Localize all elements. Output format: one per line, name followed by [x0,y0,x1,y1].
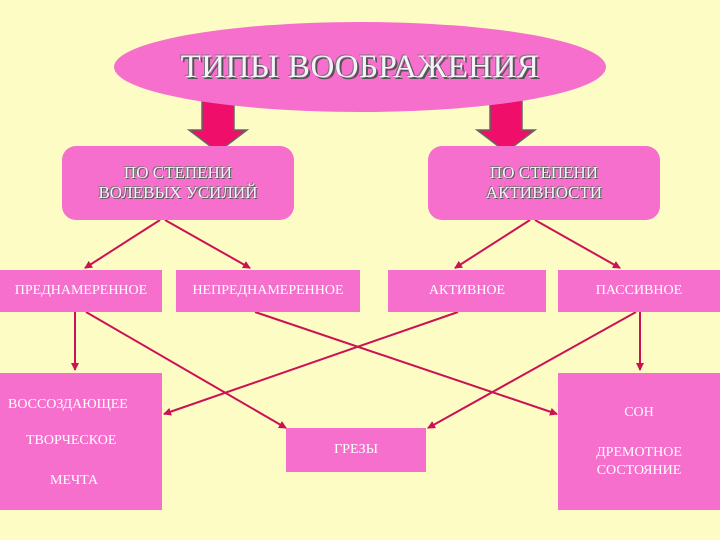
daydreams-box: ГРЕЗЫ [286,428,426,472]
type-passive-box: ПАССИВНОЕ [558,270,720,312]
category-volitional-line1: ПО СТЕПЕНИ [123,163,233,182]
daydreams-label: ГРЕЗЫ [334,442,378,457]
category-activity-line2: АКТИВНОСТИ [485,183,603,202]
arrow-passive-to-daydreams [427,311,637,429]
kind-drowsy-line1: ДРЕМОТНОЕ [596,444,682,460]
kind-sleep: СОН [624,404,654,420]
kind-recreating: ВОССОЗДАЮЩЕЕ [8,397,128,412]
arrow-volitional-to-intentional [84,219,161,269]
passive-kinds-box: СОН ДРЕМОТНОЕ СОСТОЯНИЕ [558,373,720,510]
type-active-box: АКТИВНОЕ [388,270,546,312]
category-activity-box: ПО СТЕПЕНИ АКТИВНОСТИ [428,146,660,220]
kind-dream: МЕЧТА [50,473,99,488]
arrow-activity-to-passive [534,219,621,269]
diagram-title: ТИПЫ ВООБРАЖЕНИЯ [180,48,540,85]
title-oval: ТИПЫ ВООБРАЖЕНИЯ [114,22,606,112]
type-unintentional-label: НЕПРЕДНАМЕРЕННОЕ [192,283,344,298]
arrow-volitional-to-unintentional [164,219,251,269]
category-volitional-box: ПО СТЕПЕНИ ВОЛЕВЫХ УСИЛИЙ [62,146,294,220]
arrow-active-to-intentional-kinds [163,311,459,416]
kind-creative: ТВОРЧЕСКОЕ [26,433,117,448]
category-volitional-line2: ВОЛЕВЫХ УСИЛИЙ [98,183,258,202]
intentional-kinds-box: ВОССОЗДАЮЩЕЕ ТВОРЧЕСКОЕ МЕЧТА [0,373,162,510]
type-passive-label: ПАССИВНОЕ [595,283,683,298]
kind-drowsy-line2: СОСТОЯНИЕ [596,462,682,478]
arrow-intentional-to-daydreams [85,311,287,429]
arrow-unintentional-to-sleep [254,311,558,416]
arrow-activity-to-active [454,219,531,269]
type-intentional-label: ПРЕДНАМЕРЕННОЕ [14,283,148,298]
type-active-label: АКТИВНОЕ [428,283,506,298]
type-intentional-box: ПРЕДНАМЕРЕННОЕ [0,270,162,312]
type-unintentional-box: НЕПРЕДНАМЕРЕННОЕ [176,270,360,312]
category-activity-line1: ПО СТЕПЕНИ [489,163,599,182]
